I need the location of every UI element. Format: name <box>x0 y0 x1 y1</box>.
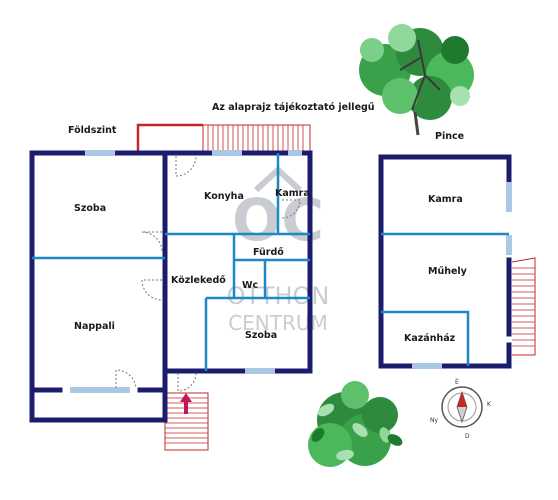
room-kamra: Kamra <box>275 188 310 199</box>
cellar-windows <box>412 182 512 369</box>
windows <box>70 150 302 393</box>
cellar-walls <box>378 154 512 369</box>
room-szoba-1: Szoba <box>74 203 106 214</box>
tree-top-icon <box>359 24 474 136</box>
compass-west: Ny <box>430 417 438 424</box>
compass-north: É <box>455 378 459 386</box>
ground-floor-title: Földszint <box>68 125 117 136</box>
room-konyha: Konyha <box>204 191 244 202</box>
compass-icon: É K D Ny <box>430 378 492 440</box>
room-wc: Wc <box>242 280 258 291</box>
room-szoba-2: Szoba <box>245 330 277 341</box>
entrance-arrow-icon <box>180 393 192 414</box>
room-furdo: Fürdő <box>253 247 284 258</box>
cellar-partitions <box>381 232 509 366</box>
tree-bottom-icon <box>308 381 403 467</box>
entrance-stairs <box>164 392 209 451</box>
room-nappali: Nappali <box>74 321 115 332</box>
door-swings <box>115 155 301 392</box>
room-kozlekedo: Közlekedő <box>171 275 226 286</box>
compass-south: D <box>465 433 470 440</box>
disclaimer-note: Az alaprajz tájékoztató jellegű <box>212 102 375 113</box>
partitions <box>32 153 310 371</box>
cellar-stairs <box>511 257 536 356</box>
cellar-room-muhely: Műhely <box>428 266 468 277</box>
cellar-room-kamra: Kamra <box>428 194 463 205</box>
cellar-room-kazanhaz: Kazánház <box>404 333 456 344</box>
cellar-title: Pince <box>435 131 464 142</box>
compass-east: K <box>487 401 492 408</box>
watermark-line2: CENTRUM <box>228 311 328 335</box>
top-stairs <box>136 123 311 154</box>
